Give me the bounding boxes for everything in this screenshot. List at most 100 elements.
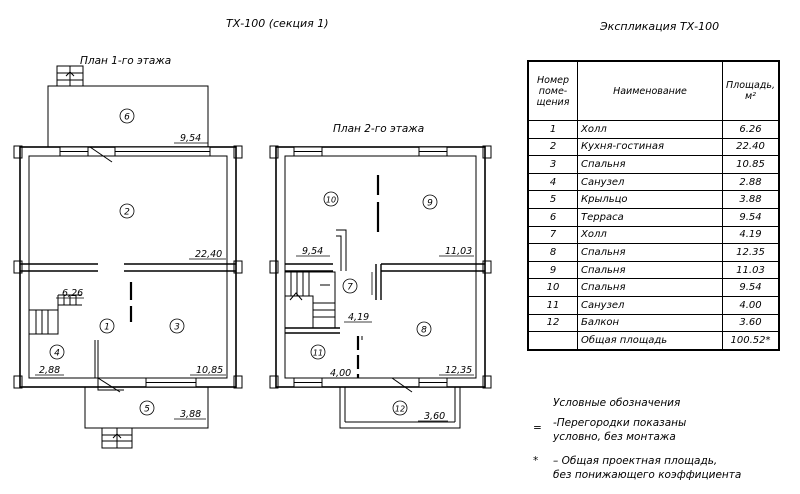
room-num-3: 3 [174,323,180,333]
room-num-9: 9 [427,199,433,209]
room-num-7: 7 [347,283,353,293]
cell-area: 6.26 [721,120,780,139]
cell-num: 6 [527,207,578,227]
cell-area: 3.60 [721,313,780,333]
room-circle-6 [119,108,135,124]
legend-symbol-asterisk: * [533,455,539,467]
cell-area: 9.54 [721,207,780,227]
total-label: Общая площадь [577,331,723,351]
drawing-title: ТХ-100 (секция 1) [226,17,329,30]
plan1-title: План 1-го этажа [80,55,172,67]
cell-area: 22.40 [721,137,780,157]
legend-asterisk-line2: без понижающего коэффициента [553,469,742,481]
cell-num: 12 [527,313,578,333]
area-7: 4,19 [348,312,369,323]
cell-area: 4.19 [721,225,780,245]
cell-num: 9 [527,260,578,280]
legend-asterisk-line1: – Общая проектная площадь, [553,455,718,467]
explication-title: Экспликация ТХ-100 [600,20,720,33]
cell-num: 8 [527,243,578,262]
room-num-10: 10 [326,196,336,205]
area-8: 12,35 [445,365,472,376]
area-6: 9,54 [180,133,201,144]
cell-name: Спальня [577,155,723,174]
room-circle-11 [310,344,326,360]
room-num-5: 5 [144,405,150,415]
cell-name: Спальня [577,243,723,262]
area-2: 22,40 [195,249,222,260]
room-num-11: 11 [313,349,323,358]
cell-num: 3 [527,155,578,174]
cell-num: 5 [527,190,578,209]
cell-num: 1 [527,120,578,139]
cell-area: 12.35 [721,243,780,262]
area-11: 4,00 [330,368,351,379]
legend-partition-line2: условно, без монтажа [553,431,676,443]
area-10: 9,54 [302,246,323,257]
header-name: Наименование [577,60,723,121]
cell-name: Балкон [577,313,723,333]
total-value: 100.52* [721,331,780,351]
area-3: 10,85 [196,365,223,376]
cell-num-empty [527,331,578,351]
header-area: Площадь, м² [721,60,780,121]
room-circle-7 [342,278,358,294]
room-circle-4 [49,344,65,360]
room-circle-10 [323,191,339,207]
room-circle-12 [392,400,408,416]
cell-name: Санузел [577,295,723,315]
plan2-title: План 2-го этажа [333,123,425,135]
cell-num: 11 [527,295,578,315]
legend-partition-line1: -Перегородки показаны [553,417,687,429]
cell-num: 2 [527,137,578,157]
room-num-1: 1 [104,323,110,333]
area-4: 2,88 [39,365,60,376]
cell-name: Холл [577,225,723,245]
area-5: 3,88 [180,409,201,420]
cell-name: Кухня-гостиная [577,137,723,157]
cell-name: Терраса [577,207,723,227]
room-circle-1 [99,318,115,334]
area-1: 6,26 [62,288,83,299]
cell-area: 11.03 [721,260,780,280]
header-room-number: Номер поме-щения [527,60,578,121]
legend-title: Условные обозначения [553,397,681,409]
room-num-8: 8 [421,326,427,336]
legend-symbol-partition: = [533,422,542,434]
table-header-row: Номер поме-щения Наименование Площадь, м… [527,60,780,121]
room-circle-2 [119,203,135,219]
explication-table: Номер поме-щения Наименование Площадь, м… [527,60,780,351]
cell-name: Спальня [577,278,723,297]
room-circle-3 [169,318,185,334]
cell-area: 2.88 [721,172,780,192]
cell-area: 10.85 [721,155,780,174]
room-circle-9 [422,194,438,210]
area-9: 11,03 [445,246,472,257]
cell-num: 10 [527,278,578,297]
cell-area: 4.00 [721,295,780,315]
cell-area: 9.54 [721,278,780,297]
cell-num: 7 [527,225,578,245]
cell-name: Холл [577,120,723,139]
room-circle-8 [416,321,432,337]
room-num-12: 12 [395,405,405,414]
cell-num: 4 [527,172,578,192]
cell-name: Спальня [577,260,723,280]
cell-name: Санузел [577,172,723,192]
room-num-2: 2 [124,208,130,218]
room-circle-5 [139,400,155,416]
area-12: 3,60 [424,411,445,422]
room-num-6: 6 [124,113,130,123]
